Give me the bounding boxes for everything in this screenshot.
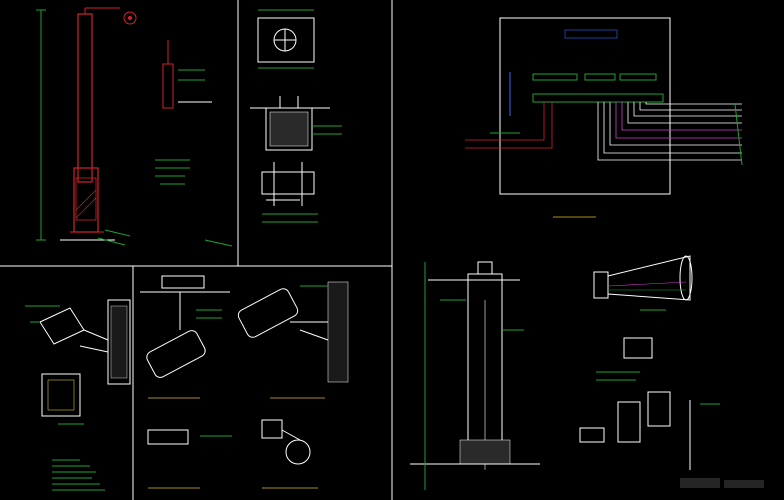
drawing-base-plate xyxy=(204,9,342,247)
drawing-camera-pole xyxy=(410,261,540,490)
logo-watermark-icon xyxy=(680,478,764,488)
drawing-cabinet-wiring xyxy=(465,17,743,218)
drawing-camera-mounts xyxy=(25,275,349,491)
drawing-devices xyxy=(579,255,720,470)
notes-block xyxy=(52,459,105,491)
sheet-frame-lines xyxy=(0,0,393,500)
drawing-pole-elevation xyxy=(36,7,212,246)
